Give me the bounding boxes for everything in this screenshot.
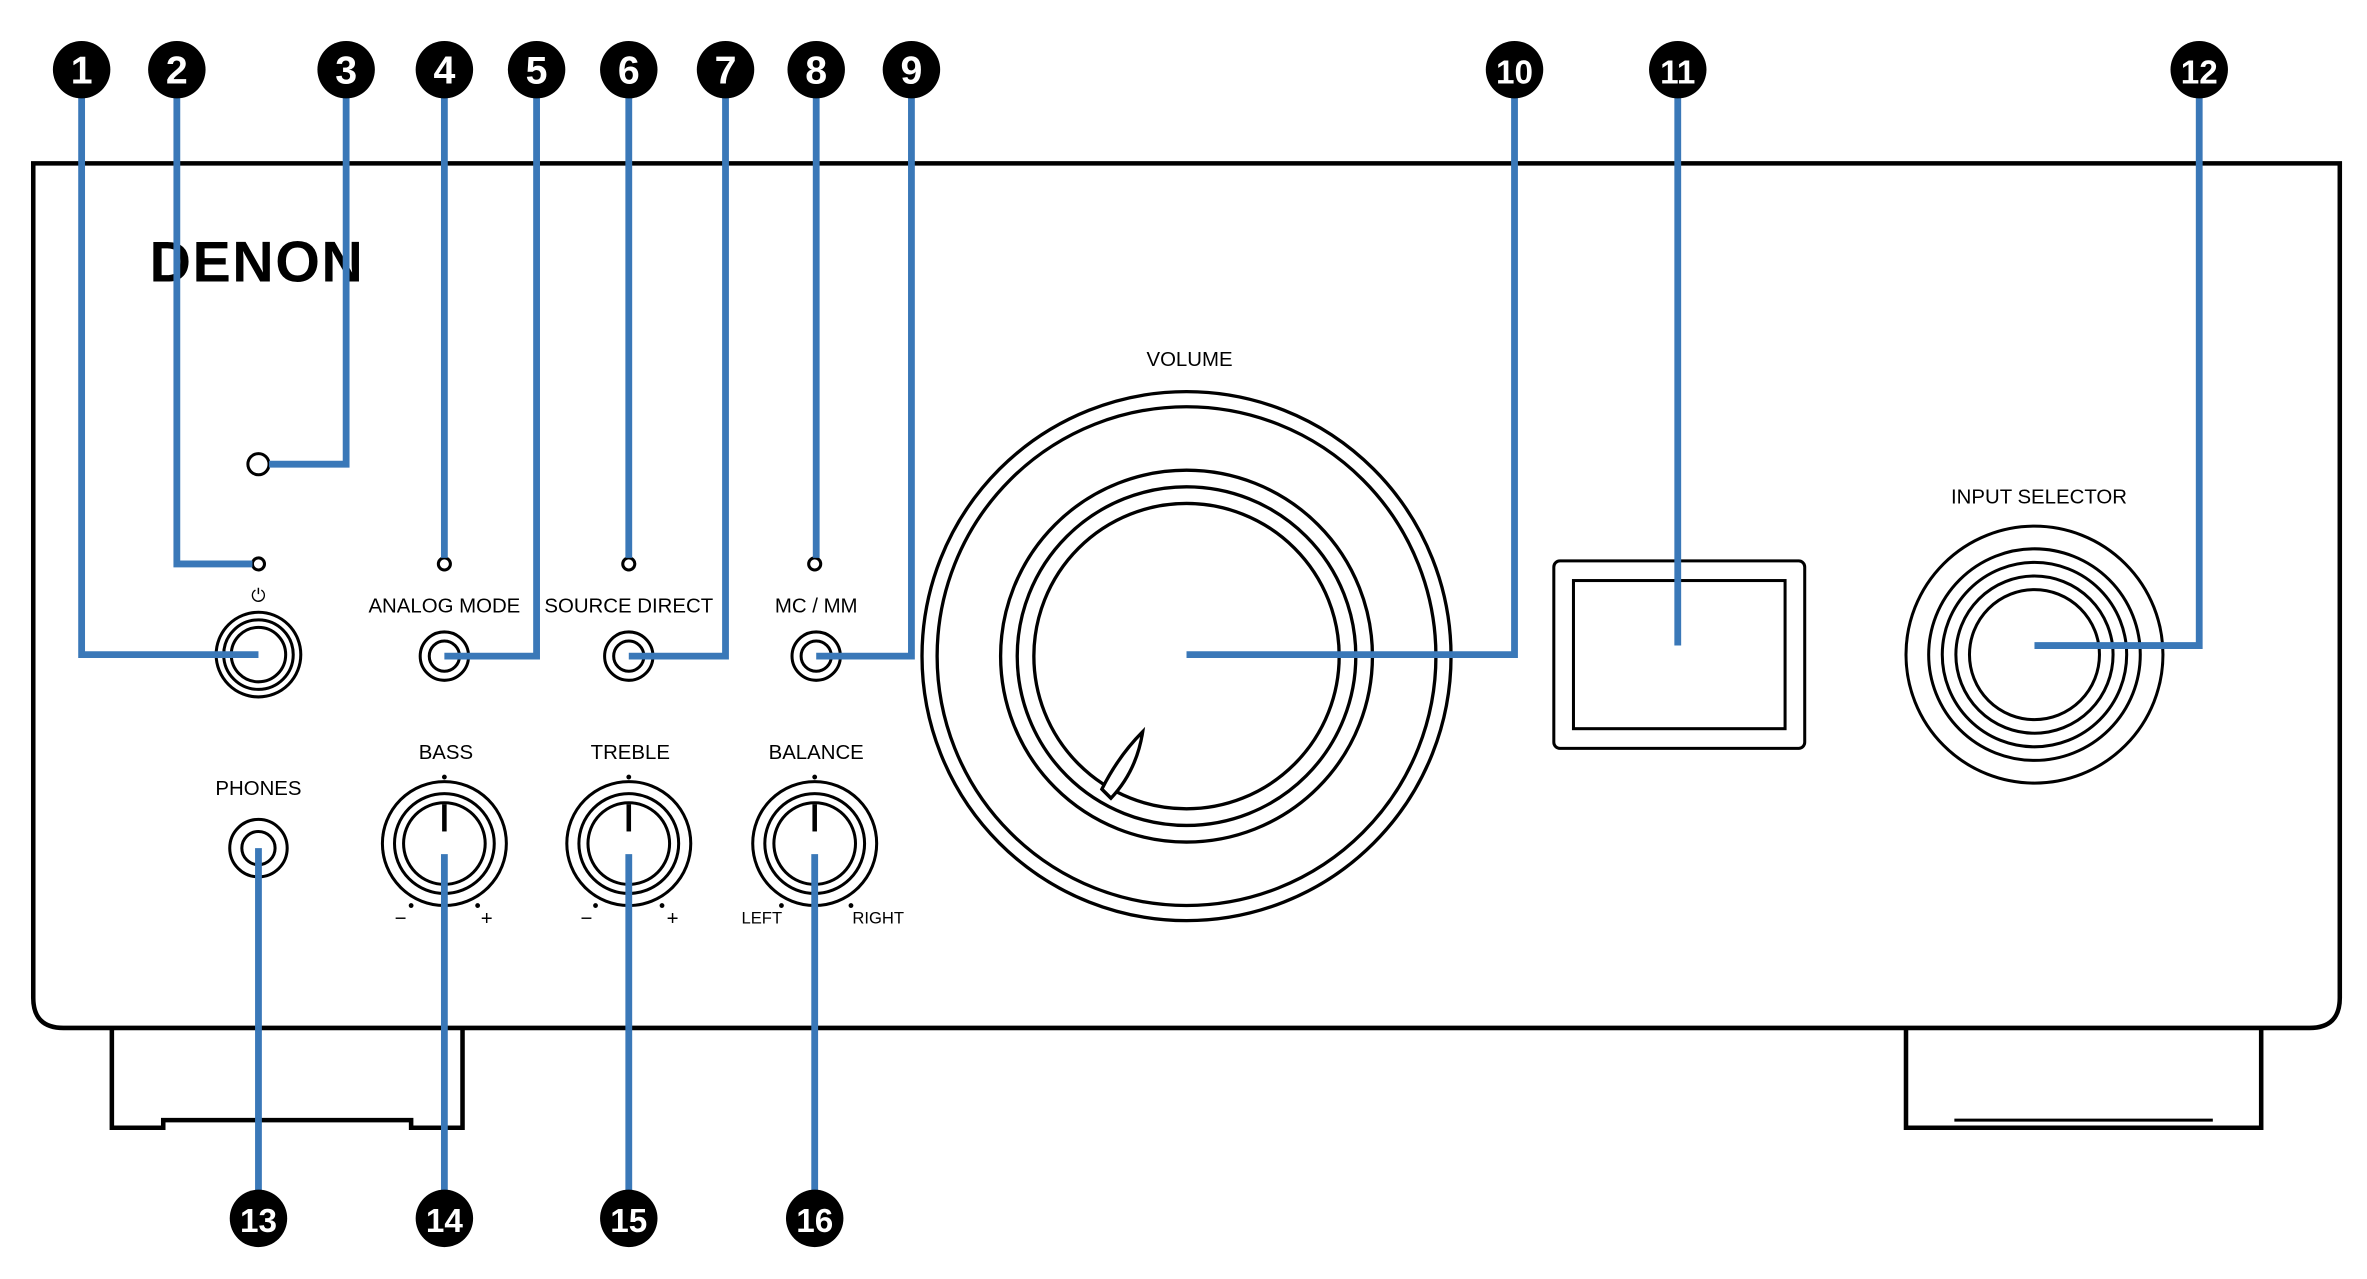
- bass-minus-label: −: [395, 908, 407, 930]
- callout-14: 14: [415, 1189, 474, 1248]
- cabinet: [30, 161, 2343, 1130]
- callout-12: 12: [2170, 40, 2228, 99]
- svg-text:2: 2: [166, 48, 188, 92]
- analog-mode-label: ANALOG MODE: [368, 595, 520, 617]
- leader-lines: [78, 93, 2203, 1195]
- volume-knob[interactable]: [920, 389, 1453, 923]
- svg-text:10: 10: [1496, 54, 1533, 91]
- leader-2: [173, 93, 253, 568]
- treble-plus-label: +: [667, 908, 679, 930]
- callout-7: 7: [696, 40, 755, 99]
- leader-12: [2034, 93, 2203, 649]
- svg-text:4: 4: [433, 48, 455, 92]
- input-selector-label: INPUT SELECTOR: [1951, 486, 2127, 508]
- source-direct-indicator-led: [621, 556, 637, 572]
- balance-left-label: LEFT: [741, 909, 782, 928]
- foot-left: [109, 1027, 465, 1130]
- svg-text:15: 15: [610, 1203, 647, 1240]
- power-symbol-label: ⏻: [251, 586, 265, 606]
- svg-text:11: 11: [1660, 54, 1695, 91]
- svg-text:13: 13: [240, 1203, 277, 1240]
- leader-10: [1186, 93, 1518, 659]
- callout-3: 3: [317, 40, 375, 99]
- bass-label: BASS: [419, 742, 473, 764]
- cabinet-outline: [30, 161, 2343, 1031]
- balance-right-label: RIGHT: [852, 909, 904, 928]
- input-selector-knob[interactable]: [1904, 524, 2165, 785]
- callout-2: 2: [148, 40, 206, 99]
- brand-logo: DENON: [149, 230, 364, 294]
- callout-9: 9: [882, 40, 941, 99]
- analog-mode-indicator-led: [436, 556, 452, 572]
- remote-sensor: [246, 452, 271, 477]
- mc-mm-label: MC / MM: [775, 595, 858, 617]
- svg-text:9: 9: [901, 48, 923, 92]
- callout-6: 6: [600, 40, 658, 99]
- callout-5: 5: [507, 40, 566, 99]
- volume-label: VOLUME: [1146, 349, 1232, 371]
- callout-badges: 1 2 3 4 5 6 7 8 9 10 11 12 13 14 15 16: [52, 40, 2228, 1248]
- svg-text:8: 8: [805, 48, 827, 92]
- volume-pointer: [1099, 726, 1146, 801]
- callout-8: 8: [787, 40, 845, 99]
- callout-1: 1: [52, 40, 111, 99]
- svg-text:5: 5: [526, 48, 548, 92]
- svg-text:14: 14: [426, 1203, 463, 1240]
- leader-1: [78, 93, 259, 659]
- callout-13: 13: [229, 1189, 288, 1248]
- source-direct-label: SOURCE DIRECT: [544, 595, 713, 617]
- svg-text:6: 6: [618, 48, 640, 92]
- leader-3: [269, 93, 350, 468]
- power-indicator-led: [250, 556, 267, 572]
- callout-4: 4: [415, 40, 474, 99]
- phones-label: PHONES: [215, 778, 301, 800]
- callout-16: 16: [785, 1189, 844, 1248]
- leader-7: [628, 93, 729, 660]
- bass-plus-label: +: [481, 908, 493, 930]
- callout-15: 15: [600, 1189, 658, 1248]
- leader-9: [816, 93, 915, 660]
- balance-label: BALANCE: [769, 742, 864, 764]
- svg-text:1: 1: [71, 48, 93, 92]
- callout-11: 11: [1649, 40, 1707, 99]
- svg-text:3: 3: [335, 48, 357, 92]
- treble-label: TREBLE: [591, 742, 670, 764]
- mc-mm-indicator-led: [807, 556, 823, 572]
- svg-text:7: 7: [715, 48, 737, 92]
- svg-text:12: 12: [2181, 54, 2218, 91]
- treble-minus-label: −: [580, 908, 592, 930]
- callout-10: 10: [1485, 40, 1544, 99]
- svg-text:16: 16: [796, 1203, 833, 1240]
- foot-right: [1903, 1027, 2264, 1130]
- leader-5: [444, 93, 540, 660]
